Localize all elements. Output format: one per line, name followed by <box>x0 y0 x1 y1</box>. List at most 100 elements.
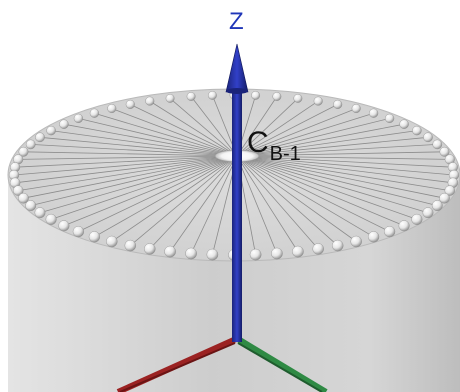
z-axis-shaft <box>232 82 242 342</box>
y-axis-shade <box>237 342 323 392</box>
spoke <box>18 155 238 160</box>
bead <box>185 247 197 260</box>
spoke <box>50 155 238 220</box>
spoke <box>30 144 238 157</box>
bead <box>165 94 175 103</box>
spoke <box>190 96 238 157</box>
spoke <box>63 123 238 157</box>
bead <box>422 207 434 219</box>
spoke <box>111 155 238 242</box>
bead <box>164 245 176 258</box>
bead <box>271 247 283 260</box>
x-axis-shade <box>119 342 236 392</box>
bead <box>351 103 361 113</box>
spoke <box>236 104 338 157</box>
spoke <box>94 155 238 238</box>
spoke <box>236 155 429 214</box>
bead <box>369 108 379 118</box>
bead <box>46 125 56 136</box>
spoke <box>23 151 238 157</box>
spoke <box>18 155 238 191</box>
spoke <box>94 112 238 157</box>
spoke <box>169 155 238 252</box>
spoke <box>236 108 357 157</box>
spoke <box>63 155 238 227</box>
bead <box>292 245 304 258</box>
center-label: CB-1 <box>247 126 301 165</box>
spoke <box>236 155 299 252</box>
bead <box>411 213 423 225</box>
bead <box>412 125 422 136</box>
y-axis <box>236 336 328 392</box>
spoke <box>39 136 238 157</box>
bead <box>107 103 117 113</box>
spoke <box>236 155 450 160</box>
spoke <box>51 130 238 157</box>
z-axis-arrow-base <box>226 88 248 94</box>
bead <box>333 99 343 109</box>
spokes-group <box>13 94 455 256</box>
bead <box>385 113 395 124</box>
spoke <box>78 155 238 232</box>
bead <box>59 119 69 129</box>
spoke <box>130 104 238 157</box>
spoke <box>23 155 238 199</box>
bead <box>249 248 262 261</box>
bead <box>332 239 344 252</box>
spoke <box>236 130 417 157</box>
spoke <box>39 155 238 214</box>
bead <box>368 231 380 243</box>
bead <box>384 226 396 238</box>
center-label-main: C <box>247 126 269 159</box>
spoke <box>236 136 429 157</box>
bead <box>350 235 362 248</box>
spoke <box>236 155 450 191</box>
bead <box>125 99 135 109</box>
spoke <box>236 155 338 246</box>
spoke <box>190 155 238 254</box>
bead <box>144 243 156 255</box>
spoke <box>236 100 319 157</box>
bead <box>72 226 85 238</box>
spoke <box>236 155 357 242</box>
bead <box>25 200 37 212</box>
spoke <box>236 112 374 157</box>
bead <box>186 92 196 101</box>
bead <box>18 192 29 204</box>
bead <box>432 139 443 150</box>
spoke <box>30 155 238 206</box>
spoke <box>15 155 238 184</box>
bead <box>293 94 303 103</box>
bead <box>439 146 450 157</box>
z-axis-arrowhead <box>225 43 249 93</box>
spoke <box>169 98 238 157</box>
beads-group <box>8 90 460 261</box>
bead <box>207 91 217 100</box>
spoke <box>236 155 319 250</box>
spoke <box>13 155 238 176</box>
x-axis <box>116 336 238 392</box>
spoke <box>236 155 455 176</box>
spoke <box>78 118 238 157</box>
bead <box>124 239 137 252</box>
spoke <box>236 123 405 157</box>
spoke <box>149 100 238 157</box>
bead <box>431 200 443 212</box>
spoke <box>236 155 453 184</box>
spoke <box>236 155 445 199</box>
bead <box>444 185 455 196</box>
bead <box>13 185 24 196</box>
bead <box>439 192 450 204</box>
bead <box>25 139 36 150</box>
bead <box>73 113 84 124</box>
bead <box>88 231 101 243</box>
bead <box>313 96 323 106</box>
spoke <box>236 155 418 220</box>
bead <box>45 213 57 225</box>
bead <box>58 220 70 232</box>
bead <box>18 146 29 157</box>
bead <box>251 91 261 100</box>
spoke <box>149 155 238 250</box>
bead <box>206 248 219 261</box>
